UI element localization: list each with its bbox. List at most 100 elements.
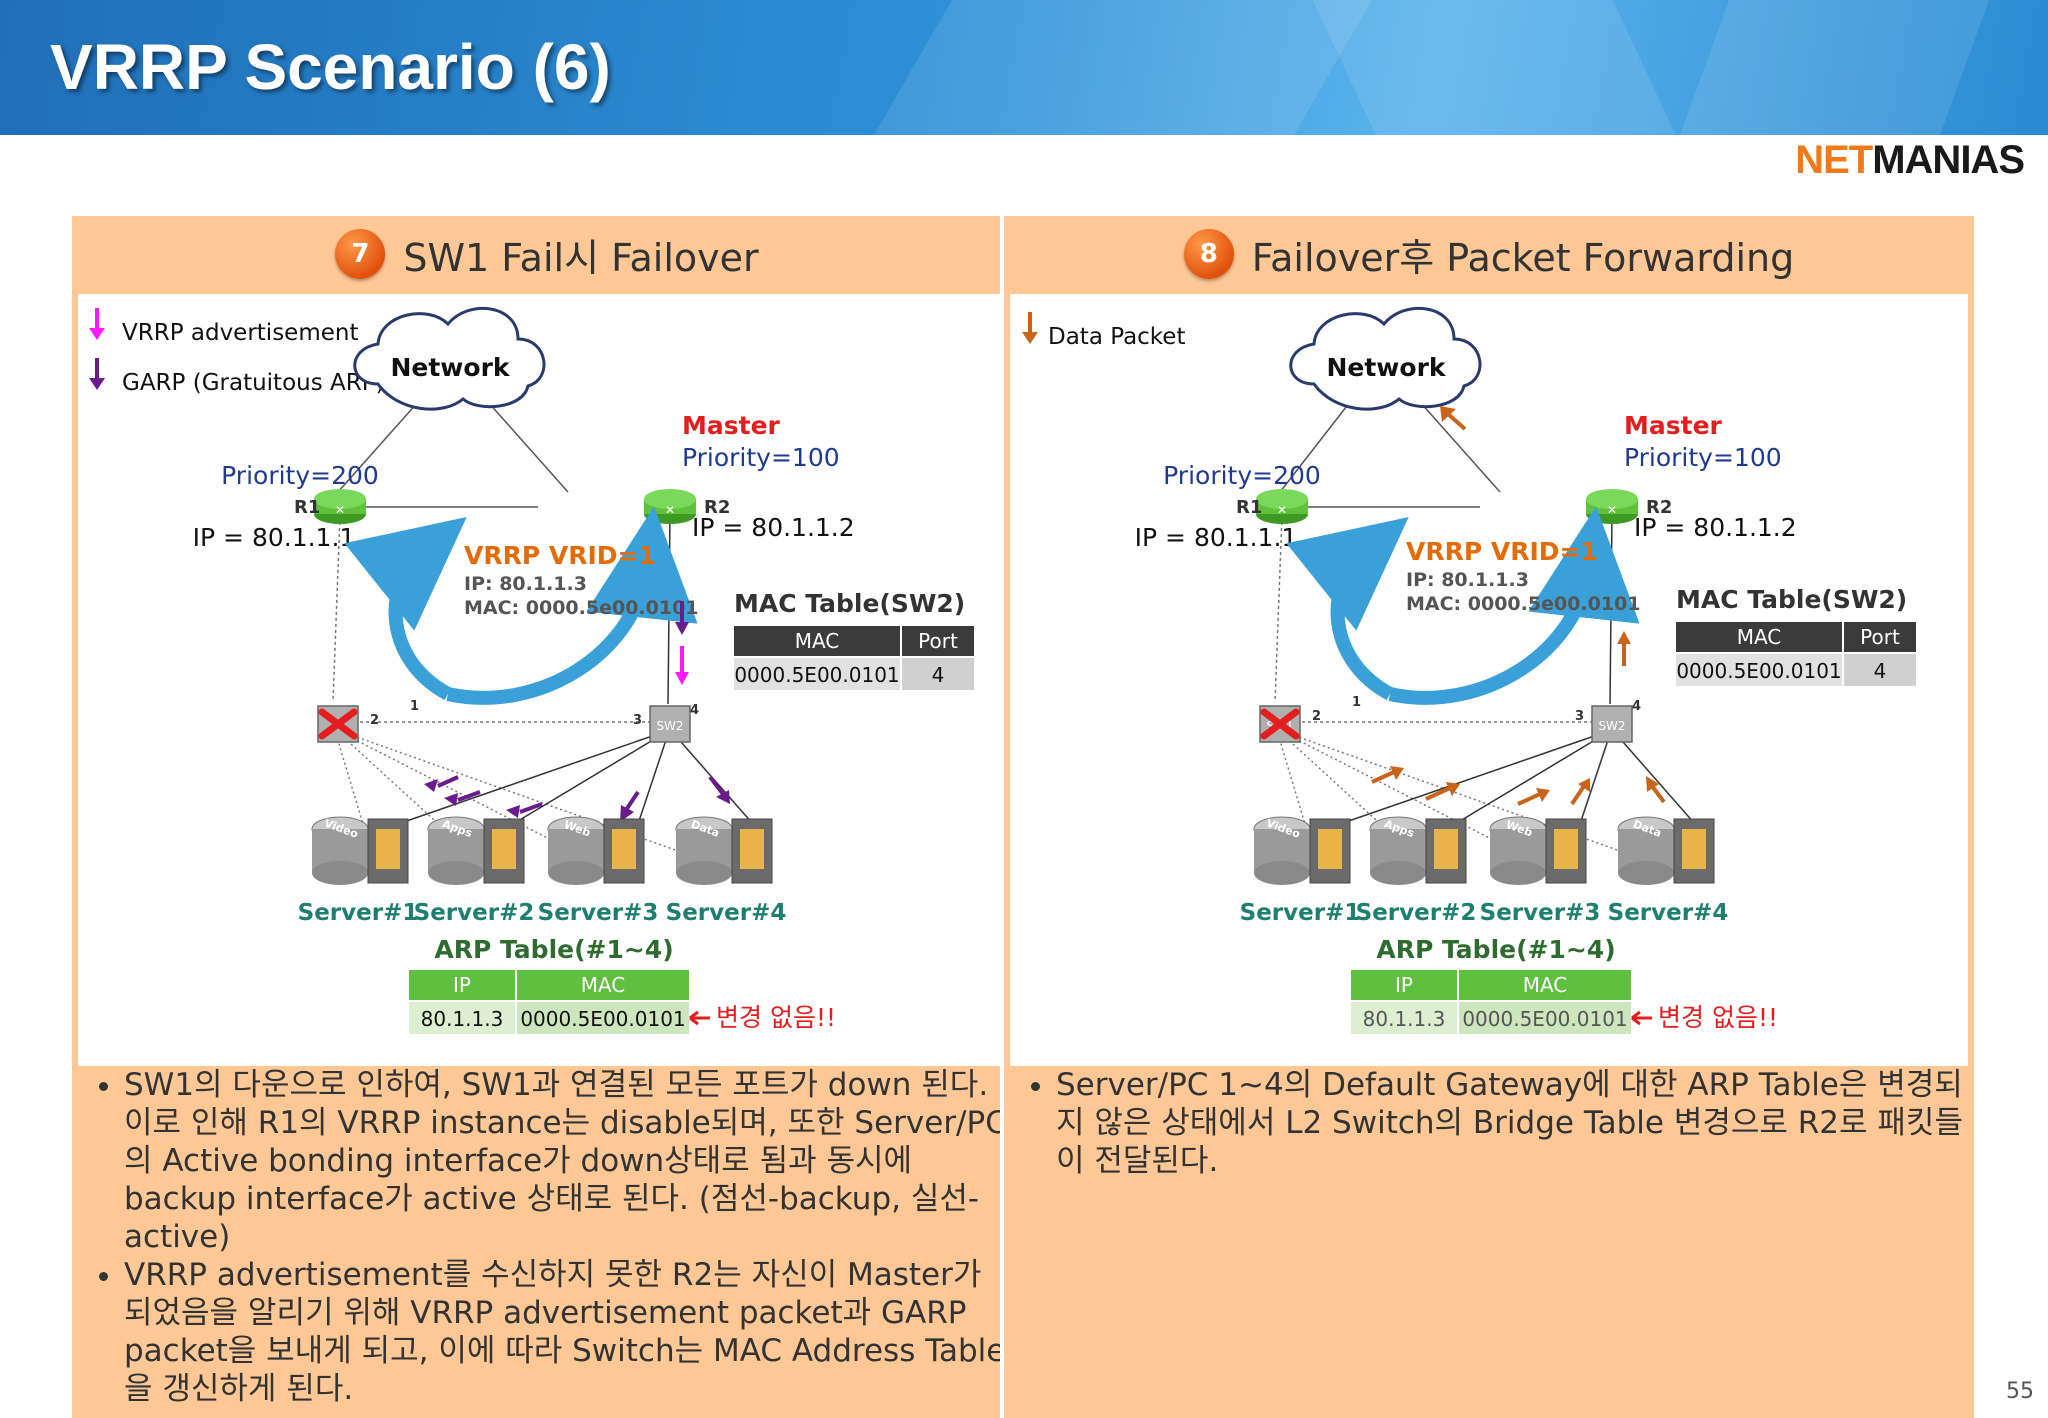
link-r1-sw1 [332,515,341,703]
step-badge: 7 [335,229,386,279]
svg-text:0000.5E00.0101: 0000.5E00.0101 [1462,1007,1627,1031]
svg-text:0000.5E00.0101: 0000.5E00.0101 [734,663,899,687]
r2-master-label: Master [1624,411,1723,440]
server-1-icon: Video [1253,816,1351,885]
port-3-label: 3 [1575,709,1584,724]
arp-table: IP MAC 80.1.1.3 0000.5E00.0101 [1351,970,1631,1034]
svg-text:80.1.1.3: 80.1.1.3 [421,1007,504,1031]
panel-title: SW1 Fail시 Failover [403,235,759,280]
svg-text:MAC: MAC [1737,625,1782,649]
svg-text:변경 없음!!: 변경 없음!! [1658,1003,1778,1032]
panel-sw1-fail: 7 SW1 Fail시 Failover VRRP advertisement … [72,216,1022,1418]
network-label: Network [390,353,510,382]
netmanias-logo: NETMANIAS [1795,138,2025,182]
router-r2-icon: ✕ [644,489,696,524]
note-item: SW1의 다운으로 인하여, SW1과 연결된 모든 포트가 down 된다. … [124,1066,1012,1256]
switch-sw2-icon: SW2 [1591,705,1633,743]
server-1-icon: Video [311,816,409,885]
server-2-label: Server#2 [1356,900,1477,926]
svg-text:✕: ✕ [335,503,345,517]
svg-text:Port: Port [1860,625,1900,649]
switch-sw1-icon: SW1 [1259,705,1301,743]
slide-title: VRRP Scenario (6) [50,31,611,103]
svg-text:4: 4 [1874,659,1887,683]
r1-label: R1 [294,497,320,518]
svg-text:0000.5E00.0101: 0000.5E00.0101 [1676,659,1841,683]
mac-table-title: MAC Table(SW2) [734,589,965,618]
page-number: 55 [2006,1379,2034,1404]
svg-text:IP: IP [453,973,471,997]
server-2-icon: Apps [1369,816,1467,885]
step-badge: 8 [1183,229,1234,279]
switch-sw1-icon [317,705,359,743]
server-4-icon: Data [675,816,773,885]
diagram-failover: VRRP advertisement GARP (Gratuitous ARP)… [78,294,1016,1066]
server-1-label: Server#1 [298,900,419,926]
r2-priority: Priority=100 [1624,443,1782,472]
no-change-note: 변경 없음!! [1631,1003,1778,1032]
svg-text:SW2: SW2 [1598,719,1625,733]
mac-table: MAC Port 0000.5E00.0101 4 [1676,622,1916,686]
arp-table: IP MAC 80.1.1.3 0000.5E00.0101 [409,970,689,1034]
vrrp-arc-left [344,516,467,701]
svg-text:0000.5E00.0101: 0000.5E00.0101 [520,1007,685,1031]
port-3-label: 3 [633,713,642,728]
vrrp-mac-label: MAC: 0000.5e00.0101 [1406,593,1641,615]
panel-packet-forwarding: 8 Failover후 Packet Forwarding Data Packe… [1004,216,1974,1418]
server-3-icon: Web [547,816,645,885]
server-4-label: Server#4 [1608,900,1729,926]
panel-header: 7 SW1 Fail시 Failover [72,216,1022,292]
svg-text:Port: Port [918,629,958,653]
failure-x-icon [1260,708,1300,740]
network-cloud-icon: Network [353,307,546,411]
data-packet-arrows [1371,406,1666,806]
network-cloud-icon: Network [1289,307,1482,411]
legend-vrrp-advertisement: VRRP advertisement [89,308,358,346]
explanation-notes: SW1의 다운으로 인하여, SW1과 연결된 모든 포트가 down 된다. … [84,1066,1012,1408]
r1-ip: IP = 80.1.1.1 [193,523,356,552]
svg-text:MAC: MAC [581,973,626,997]
server-3-icon: Web [1489,816,1587,885]
svg-text:MAC: MAC [795,629,840,653]
svg-text:✕: ✕ [1277,503,1287,517]
router-r2-icon: ✕ [1586,489,1638,524]
r1-priority: Priority=200 [1163,461,1321,490]
r2-master-label: Master [682,411,781,440]
router-r1-icon: ✕ [314,489,366,524]
port-2-label: 2 [1312,709,1321,724]
vrrp-vrid-label: VRRP VRID=1 [1406,537,1598,566]
legend-data-label: Data Packet [1048,324,1185,350]
server-3-label: Server#3 [538,900,659,926]
vrrp-ip-label: IP: 80.1.1.3 [1406,569,1529,591]
mac-table: MAC Port 0000.5E00.0101 4 [734,626,974,690]
port-4-label: 4 [1632,699,1641,714]
mac-table-title: MAC Table(SW2) [1676,585,1907,614]
failure-x-icon [318,708,358,740]
r1-ip: IP = 80.1.1.1 [1135,523,1298,552]
legend-data-packet: Data Packet [1022,312,1185,350]
vrrp-ip-label: IP: 80.1.1.3 [464,573,587,595]
router-r1-icon: ✕ [1256,489,1308,524]
panel-header: 8 Failover후 Packet Forwarding [1004,216,1974,292]
svg-text:✕: ✕ [1607,503,1617,517]
svg-text:IP: IP [1395,973,1413,997]
title-banner [0,0,2048,135]
r1-label: R1 [1236,497,1262,518]
vrrp-advertisement-arrow [675,646,689,685]
server-2-label: Server#2 [414,900,535,926]
r2-label: R2 [704,497,730,518]
svg-text:변경 없음!!: 변경 없음!! [716,1003,836,1032]
vrrp-vrid-label: VRRP VRID=1 [464,541,656,570]
link-r1-network [337,401,419,493]
server-1-label: Server#1 [1240,900,1361,926]
diagram-forwarding: Data Packet Network [1010,294,1968,1066]
server-2-icon: Apps [427,816,525,885]
link-r2-network [487,401,569,493]
explanation-notes: Server/PC 1~4의 Default Gateway에 대한 ARP T… [1016,1066,1964,1180]
no-change-note: 변경 없음!! [689,1003,836,1032]
vrrp-arc-right [446,506,698,705]
arp-table-title: ARP Table(#1~4) [434,935,673,964]
note-item: VRRP advertisement를 수신하지 못한 R2는 자신이 Mast… [124,1256,1012,1408]
arp-table-title: ARP Table(#1~4) [1376,935,1615,964]
network-label: Network [1326,353,1446,382]
